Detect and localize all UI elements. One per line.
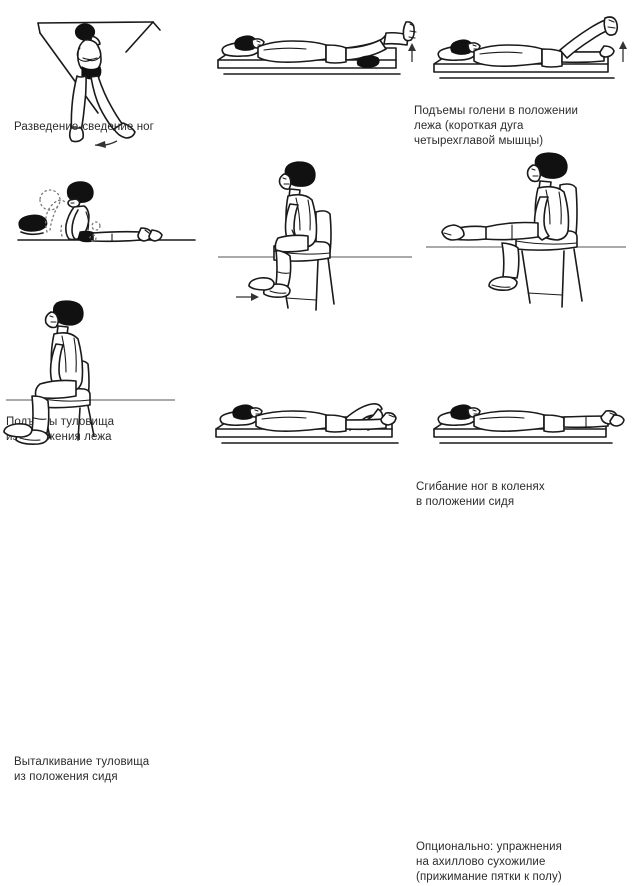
illustration-sit-to-stand-push (3, 300, 175, 445)
exercise-card-7: Выталкивание туловища из положения сидя (0, 300, 213, 783)
exercise-caption-7: Выталкивание туловища из положения сидя (14, 756, 150, 784)
illustration-gluteal-contraction (433, 404, 625, 444)
exercise-card-1: Разведение-сведение ног (0, 0, 213, 175)
exercise-card-8: Опционально: упражнения на ахиллово сухо… (200, 385, 562, 883)
exercise-caption-5: Сгибание ног в коленях в положении сидя (416, 481, 545, 509)
illustration-seated-knee-extension (426, 152, 626, 308)
exercise-caption-1: Разведение-сведение ног (14, 121, 154, 133)
exercise-card-6: Подъемы голени в положении сидя (длинная… (420, 152, 640, 375)
exercise-card-5: Сгибание ног в коленях в положении сидя (200, 160, 545, 508)
exercise-caption-8: Опционально: упражнения на ахиллово сухо… (416, 841, 563, 884)
exercise-card-2: Подъемы голени в положении лежа (коротка… (200, 0, 578, 175)
illustration-short-arc-quad (217, 21, 417, 75)
exercise-card-4: Подъемы туловища из положения лежа (0, 160, 213, 443)
exercise-caption-2: Подъемы голени в положении лежа (коротка… (414, 105, 579, 148)
illustration-seated-knee-flexion (218, 161, 412, 311)
illustration-leg-abduction-adduction (37, 21, 161, 148)
exercise-card-9: Опционально: упражнения на ягодичные мыш… (420, 385, 640, 523)
illustration-achilles-heel-press (215, 403, 399, 444)
exercise-card-3: Подъемы прямых ног (420, 0, 640, 175)
illustration-straight-leg-raise (433, 16, 627, 79)
illustration-trunk-raise (17, 181, 196, 243)
